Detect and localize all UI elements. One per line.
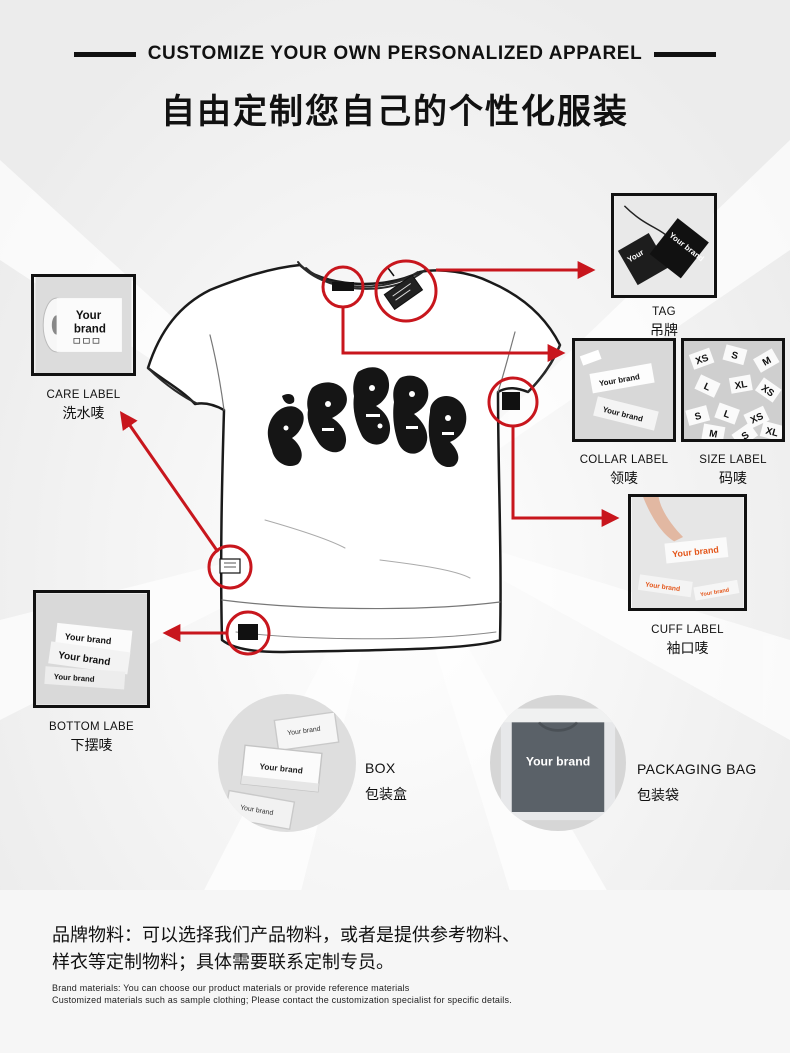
size-tag-text: S: [730, 350, 740, 362]
cuff-brand-1: Your brand: [672, 544, 719, 559]
bottom-label-photo: Your brand Your brand Your brand: [33, 590, 150, 708]
size-tag-text: L: [702, 381, 712, 394]
cuff-brand-3: Your brand: [700, 587, 730, 598]
care-label-en: CARE LABEL: [46, 389, 121, 401]
size-tag: S: [722, 344, 748, 366]
cuff-label-cn: 袖口唛: [666, 641, 709, 657]
bottom-label-en: BOTTOM LABE: [49, 721, 134, 733]
size-tag: S: [731, 422, 759, 439]
size-tag: XL: [759, 420, 782, 439]
bottom-brand-1: Your brand: [64, 631, 111, 646]
size-tag: XS: [688, 347, 715, 370]
care-brand-line2: brand: [74, 324, 106, 336]
footer-en: Brand materials: You can choose our prod…: [52, 982, 772, 1006]
size-tag: XL: [728, 374, 753, 394]
bottom-brand-3: Your brand: [53, 672, 95, 684]
size-tag: S: [685, 405, 711, 426]
cuff-label-en: CUFF LABEL: [651, 624, 724, 636]
footer-cn-line1: 品牌物料：可以选择我们产品物料，或者是提供参考物料、: [52, 925, 520, 946]
cuff-label-photo-art: Your brand Your brand Your brand: [632, 497, 743, 608]
bottom-label-cn: 下摆唛: [70, 738, 113, 754]
tag-photo-art: Your Your brand: [614, 196, 714, 295]
size-tag: XS: [754, 377, 782, 403]
packaging-bag-label: PACKAGING BAG 包装袋: [637, 761, 757, 805]
size-tag-text: XS: [749, 411, 766, 427]
size-tag: XS: [743, 405, 770, 430]
packaging-bag-photo-art: Your brand: [490, 695, 626, 831]
size-tag-text: XS: [694, 352, 710, 367]
size-tag-text: S: [694, 411, 704, 423]
box-brand-1: Your brand: [287, 726, 321, 738]
collar-label-photo: Your brand Your brand: [572, 338, 676, 442]
footer-cn-line2: 样衣等定制物料；具体需要联系定制专员。: [52, 952, 394, 973]
bottom-label-photo-art: Your brand Your brand Your brand: [36, 593, 147, 705]
care-brand-line1: Your: [76, 310, 102, 322]
collar-label-photo-art: Your brand Your brand: [575, 341, 673, 439]
box-label: BOX 包装盒: [365, 760, 407, 804]
size-tag-text: S: [740, 430, 752, 439]
size-tag-text: L: [722, 409, 731, 421]
tag-photo: Your Your brand: [611, 193, 717, 298]
bag-label-cn: 包装袋: [637, 788, 679, 804]
size-tag: M: [701, 423, 726, 439]
cuff-label-photo: Your brand Your brand Your brand: [628, 494, 747, 611]
size-tag-text: XL: [734, 379, 748, 392]
size-tag-text: M: [708, 428, 718, 439]
size-tag: L: [714, 402, 740, 425]
collar-label-en: COLLAR LABEL: [579, 454, 669, 466]
header-bar-right: [654, 51, 717, 57]
footer-cn: 品牌物料：可以选择我们产品物料，或者是提供参考物料、 样衣等定制物料；具体需要联…: [52, 922, 752, 976]
tag-label-cn: 吊牌: [650, 323, 678, 339]
box-photo-art: Your brand Your brand Your brand: [218, 694, 356, 832]
box-brand-2: Your brand: [259, 762, 303, 775]
bottom-label: BOTTOM LABE 下摆唛: [30, 721, 153, 755]
care-label: CARE LABEL 洗水唛: [28, 389, 139, 423]
size-label: SIZE LABEL 码唛: [681, 454, 785, 488]
header-bar-left: [73, 51, 136, 57]
care-label-photo-art: Your brand: [35, 277, 132, 373]
cuff-brand-2: Your brand: [645, 581, 681, 593]
care-label-photo: Your brand: [31, 274, 136, 376]
tag-label-en: TAG: [652, 306, 676, 318]
cuff-label: CUFF LABEL 袖口唛: [628, 624, 747, 658]
shirt-print-graphic: [267, 367, 467, 468]
care-label-cn: 洗水唛: [62, 406, 105, 422]
packaging-bag-photo: Your brand: [490, 695, 626, 831]
bag-brand-text: Your brand: [526, 755, 590, 769]
box-label-cn: 包装盒: [365, 787, 407, 803]
bag-label-en: PACKAGING BAG: [637, 761, 757, 777]
collar-label: COLLAR LABEL 领唛: [562, 454, 686, 488]
header-title-en: CUSTOMIZE YOUR OWN PERSONALIZED APPAREL: [147, 43, 643, 64]
size-tag: M: [753, 348, 780, 373]
header-title-cn: 自由定制您自己的个性化服装: [161, 92, 629, 132]
box-photo: Your brand Your brand Your brand: [218, 694, 356, 832]
size-label-cn: 码唛: [719, 471, 747, 487]
footer-en-line1: Brand materials: You can choose our prod…: [52, 983, 410, 993]
tag-label: TAG 吊牌: [611, 306, 717, 340]
size-tag-text: XL: [764, 426, 779, 439]
size-label-en: SIZE LABEL: [699, 454, 767, 466]
size-tag: L: [694, 374, 721, 398]
collar-label-cn: 领唛: [610, 471, 638, 487]
footer-en-line2: Customized materials such as sample clot…: [52, 995, 512, 1005]
header-english: CUSTOMIZE YOUR OWN PERSONALIZED APPAREL: [0, 40, 790, 68]
box-label-en: BOX: [365, 760, 396, 776]
